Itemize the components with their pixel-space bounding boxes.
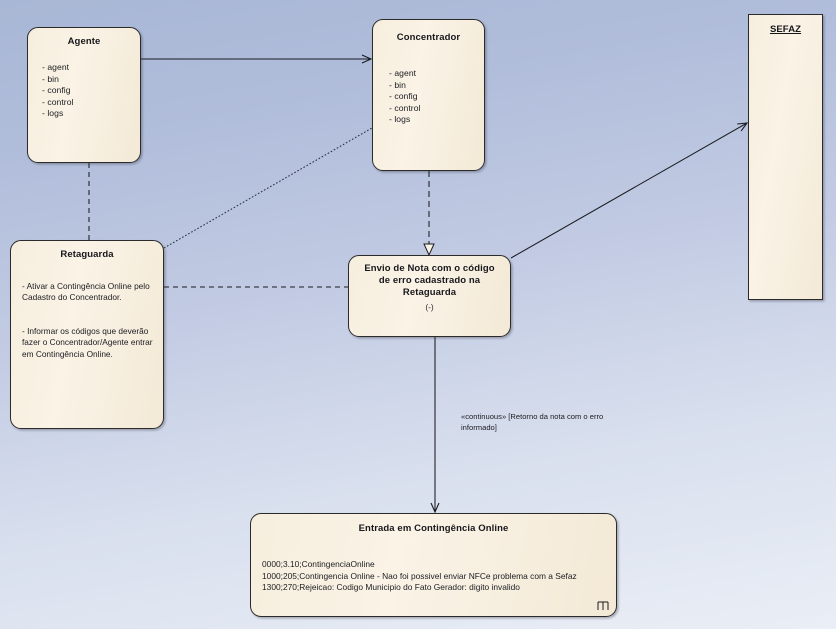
- node-entrada-title: Entrada em Contingência Online: [358, 523, 509, 534]
- attribute-item: - agent: [42, 62, 70, 72]
- node-entrada-codes: 0000;3.10;ContingenciaOnline 1000;205;Co…: [262, 559, 616, 594]
- node-sefaz[interactable]: SEFAZ: [748, 14, 823, 300]
- attribute-item: - logs: [42, 108, 64, 119]
- code-line: 1000;205;Contingencia Online - Nao foi p…: [262, 570, 577, 581]
- node-concentrador-attributes: - agent - bin - config - control - logs: [389, 68, 484, 126]
- code-line: 1300;270;Rejeicao: Codigo Municipio do F…: [262, 582, 520, 593]
- attribute-item: - logs: [389, 114, 411, 125]
- attribute-item: - control: [42, 96, 74, 107]
- node-concentrador-title: Concentrador: [396, 32, 461, 43]
- node-sefaz-title: SEFAZ: [769, 24, 802, 35]
- code-line: 0000;3.10;ContingenciaOnline: [262, 559, 375, 569]
- node-concentrador[interactable]: Concentrador - agent - bin - config - co…: [372, 19, 485, 171]
- node-entrada-contingencia[interactable]: Entrada em Contingência Online 0000;3.10…: [250, 513, 617, 617]
- attribute-item: - bin: [389, 79, 406, 90]
- node-retaguarda-notes: - Ativar a Contingência Online pelo Cada…: [22, 281, 153, 360]
- attribute-item: - agent: [389, 68, 417, 78]
- note-item: - Informar os códigos que deverão fazer …: [22, 325, 153, 359]
- edge-retaguarda-to-concentrador: [163, 127, 373, 249]
- edge-envio-to-sefaz: [510, 122, 749, 259]
- node-agente-attributes: - agent - bin - config - control - logs: [42, 62, 140, 120]
- edge-label-continuous: «continuous» [Retorno da nota com o erro…: [461, 412, 604, 432]
- collapse-indicator-icon[interactable]: (-): [425, 302, 434, 312]
- note-item: - Ativar a Contingência Online pelo Cada…: [22, 281, 150, 303]
- node-agente[interactable]: Agente - agent - bin - config - control …: [27, 27, 141, 163]
- node-envio-title: Envio de Nota com o código de erro cadas…: [364, 263, 495, 298]
- attribute-item: - config: [389, 91, 418, 102]
- node-agente-title: Agente: [67, 36, 101, 47]
- node-envio-de-nota[interactable]: Envio de Nota com o código de erro cadas…: [348, 255, 511, 337]
- attribute-item: - config: [42, 85, 71, 96]
- node-retaguarda[interactable]: Retaguarda - Ativar a Contingência Onlin…: [10, 240, 164, 429]
- attribute-item: - bin: [42, 73, 59, 84]
- node-retaguarda-title: Retaguarda: [60, 249, 114, 260]
- component-icon: [597, 601, 609, 610]
- attribute-item: - control: [389, 102, 421, 113]
